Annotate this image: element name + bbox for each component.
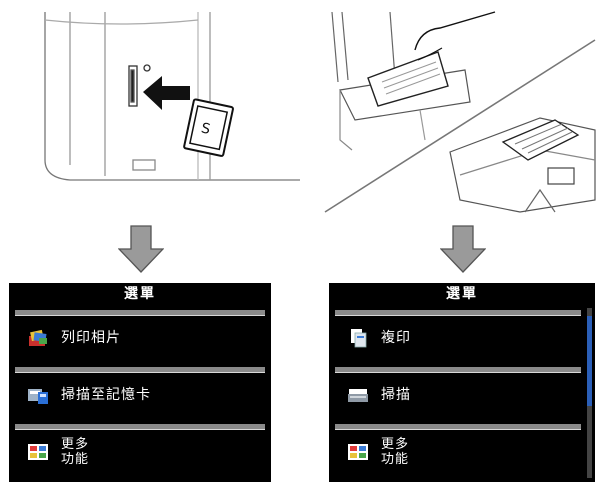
menu-item-label: 掃描至記憶卡 [61,386,151,403]
scrollbar[interactable] [587,308,592,478]
screen-title: 選單 [446,286,478,302]
copy-icon [347,328,369,348]
memory-card-insert-illustration: S [0,0,300,215]
more-functions-icon [27,442,49,462]
label-line-2: 功能 [381,452,410,467]
screen-title: 選單 [124,286,156,302]
label-line-1: 更多 [381,437,410,452]
lcd-screen-left: 選單 列印相片 掃描至記憶卡 [9,283,271,482]
menu-item-scan[interactable]: 掃描 [335,367,581,418]
menu-item-copy[interactable]: 複印 [335,310,581,361]
scan-to-card-icon [27,385,49,405]
down-arrow-icon [117,225,165,277]
menu-item-more-functions[interactable]: 更多 功能 [15,424,265,475]
menu-item-label: 更多 功能 [61,437,89,467]
menu-item-label: 複印 [381,329,411,346]
scan-icon [347,385,369,405]
lcd-screen-right: 選單 複印 掃描 [329,283,595,482]
menu-item-more-functions[interactable]: 更多 功能 [335,424,581,475]
menu-item-label: 更多 功能 [381,437,409,467]
label-line-2: 功能 [61,452,90,467]
svg-text:S: S [200,120,212,138]
menu-item-label: 掃描 [381,386,411,403]
menu-item-scan-to-card[interactable]: 掃描至記憶卡 [15,367,265,418]
menu-item-photo-print[interactable]: 列印相片 [15,310,265,361]
down-arrow-icon [439,225,487,277]
label-line-1: 更多 [61,437,90,452]
scanner-adf-illustration [300,0,597,215]
menu-item-label: 列印相片 [61,329,121,346]
more-functions-icon [347,442,369,462]
scrollbar-thumb[interactable] [587,316,592,406]
photo-print-icon [27,328,49,348]
